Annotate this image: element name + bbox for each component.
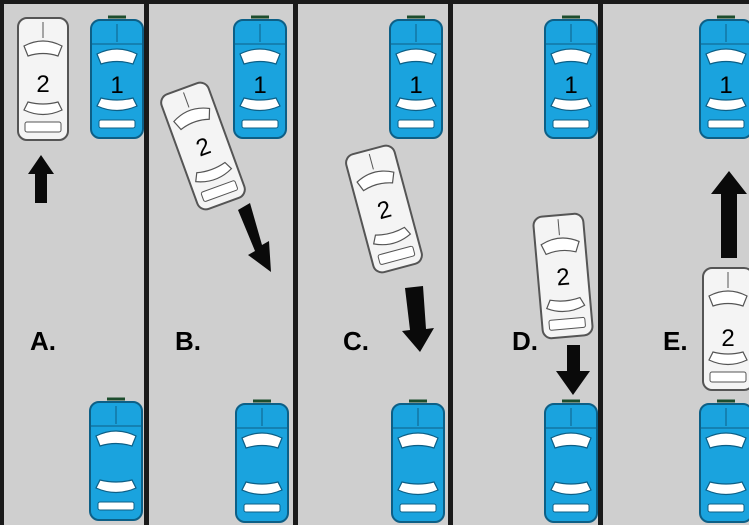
arrow-up <box>711 171 747 258</box>
parked-car <box>88 397 144 522</box>
car-2-label: 2 <box>36 71 49 98</box>
car-2: 2 <box>157 79 249 213</box>
panel-label: B. <box>175 326 201 356</box>
arrow-down-right <box>238 203 271 272</box>
car-1: 1 <box>543 15 599 140</box>
parked-car <box>543 399 599 524</box>
divider-1 <box>144 0 149 525</box>
divider-2 <box>293 0 298 525</box>
panel-d: 1 2 D. <box>512 15 599 524</box>
car-2-label: 2 <box>555 263 571 291</box>
panel-label: C. <box>343 326 369 356</box>
panel-label: A. <box>30 326 56 356</box>
arrow-up <box>28 155 54 203</box>
parked-car <box>390 399 446 524</box>
car-2: 2 <box>343 142 425 276</box>
panel-label: D. <box>512 326 538 356</box>
car-1-label: 1 <box>564 72 577 99</box>
divider-3 <box>448 0 453 525</box>
car-1-label: 1 <box>719 72 732 99</box>
panel-a: 1 2 A. <box>17 15 145 522</box>
divider-4 <box>598 0 603 525</box>
parked-car <box>698 399 749 524</box>
left-border <box>0 0 4 525</box>
car-1: 1 <box>89 15 145 140</box>
car-1-label: 1 <box>110 72 123 99</box>
top-border <box>0 0 749 4</box>
parked-car <box>234 399 290 524</box>
car-1: 1 <box>698 15 749 140</box>
car-2: 2 <box>702 267 749 391</box>
panel-c: 1 2 C. <box>343 15 446 524</box>
panel-e: 1 2 E. <box>663 15 749 524</box>
car-2: 2 <box>17 17 69 141</box>
car-1-label: 1 <box>253 72 266 99</box>
car-2-label: 2 <box>721 325 734 352</box>
arrow-down <box>402 286 434 352</box>
car-1: 1 <box>388 15 444 140</box>
car-1: 1 <box>232 15 288 140</box>
arrow-down <box>556 345 590 395</box>
panel-label: E. <box>663 326 688 356</box>
car-1-label: 1 <box>409 72 422 99</box>
panel-b: 1 2 B. <box>157 15 290 524</box>
car-2: 2 <box>531 212 595 340</box>
